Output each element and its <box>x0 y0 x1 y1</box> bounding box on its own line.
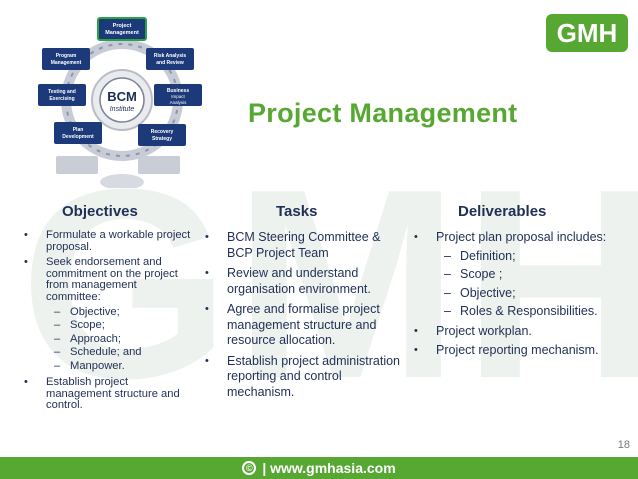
item-text: Formulate a workable project proposal. <box>46 229 191 253</box>
footer-url[interactable]: | www.gmhasia.com <box>262 460 396 476</box>
svg-text:Testing and: Testing and <box>48 89 76 95</box>
list-item: •Project workplan. <box>414 323 532 338</box>
svg-text:Business: Business <box>167 88 189 94</box>
list-item: •Review and understand organisation envi… <box>205 266 371 296</box>
list-item: •Seek endorsement and commitment on the … <box>24 256 194 373</box>
node-project-management: Project Management <box>97 17 147 41</box>
sub-item: –Roles & Responsibilities. <box>444 304 598 318</box>
list-item: •Establish project management structure … <box>24 376 180 412</box>
svg-text:Development: Development <box>62 134 94 140</box>
svg-text:Project: Project <box>113 23 132 29</box>
node-business-impact: Business Impact Analysis <box>154 84 202 106</box>
deliverables-column: •Project plan proposal includes: –Defini… <box>414 230 614 363</box>
gmh-logo: GMH <box>546 14 628 52</box>
logo-text: GMH <box>557 18 618 48</box>
center-label-bcm: BCM <box>107 89 137 104</box>
node-recovery-strategy: Recovery Strategy <box>138 124 186 146</box>
svg-text:Strategy: Strategy <box>152 136 172 142</box>
node-program-management: Program Management <box>42 48 90 70</box>
svg-text:Program: Program <box>56 53 77 59</box>
svg-text:Risk Analysis: Risk Analysis <box>154 53 187 59</box>
svg-text:Impact: Impact <box>171 94 185 99</box>
bcm-lifecycle-diagram: BCM Institute Project Management Risk An… <box>38 16 206 188</box>
svg-text:Management: Management <box>51 60 82 66</box>
sub-item: –Manpower. <box>54 359 125 372</box>
objectives-header: Objectives <box>62 203 138 220</box>
list-item: •Project reporting mechanism. <box>414 343 599 357</box>
node-testing-exercising: Testing and Exercising <box>38 84 86 106</box>
item-text: Establish project management structure a… <box>46 376 180 412</box>
sub-item: –Approach; <box>54 332 121 345</box>
list-item: •Agree and formalise project management … <box>205 302 380 347</box>
svg-text:Analysis: Analysis <box>170 100 188 105</box>
sub-item: –Scope; <box>54 319 105 332</box>
svg-text:Management: Management <box>105 30 139 36</box>
list-item: •Project plan proposal includes: –Defini… <box>414 230 614 320</box>
sub-item: –Scope ; <box>444 267 503 281</box>
slide-title: Project Management <box>248 98 518 128</box>
list-item: •BCM Steering Committee & BCP Project Te… <box>205 230 381 260</box>
svg-text:Recovery: Recovery <box>151 129 174 135</box>
watermark: GMH <box>20 134 638 435</box>
node-plan-development: Plan Development <box>54 122 102 144</box>
item-text: Seek endorsement and commitment on the p… <box>46 256 178 303</box>
deliverables-header: Deliverables <box>458 203 547 220</box>
svg-text:Plan: Plan <box>73 127 84 133</box>
center-label-institute: Institute <box>110 106 135 113</box>
svg-text:Exercising: Exercising <box>49 96 74 102</box>
sub-item: –Objective; <box>444 285 516 300</box>
sub-item: –Objective; <box>54 305 120 318</box>
footer-bar: © | www.gmhasia.com <box>0 457 638 479</box>
sub-item: –Schedule; and <box>54 346 142 359</box>
sub-item: –Definition; <box>444 248 516 263</box>
objectives-column: •Formulate a workable project proposal. … <box>24 229 194 416</box>
tasks-header: Tasks <box>276 203 318 220</box>
svg-text:and Review: and Review <box>156 60 184 66</box>
page-number: 18 <box>617 439 630 451</box>
list-item: •Formulate a workable project proposal. <box>24 229 191 253</box>
tasks-column: •BCM Steering Committee & BCP Project Te… <box>205 230 405 405</box>
list-item: •Establish project administration report… <box>205 353 400 399</box>
copyright-icon: © <box>242 461 257 475</box>
node-risk-analysis: Risk Analysis and Review <box>146 48 194 70</box>
